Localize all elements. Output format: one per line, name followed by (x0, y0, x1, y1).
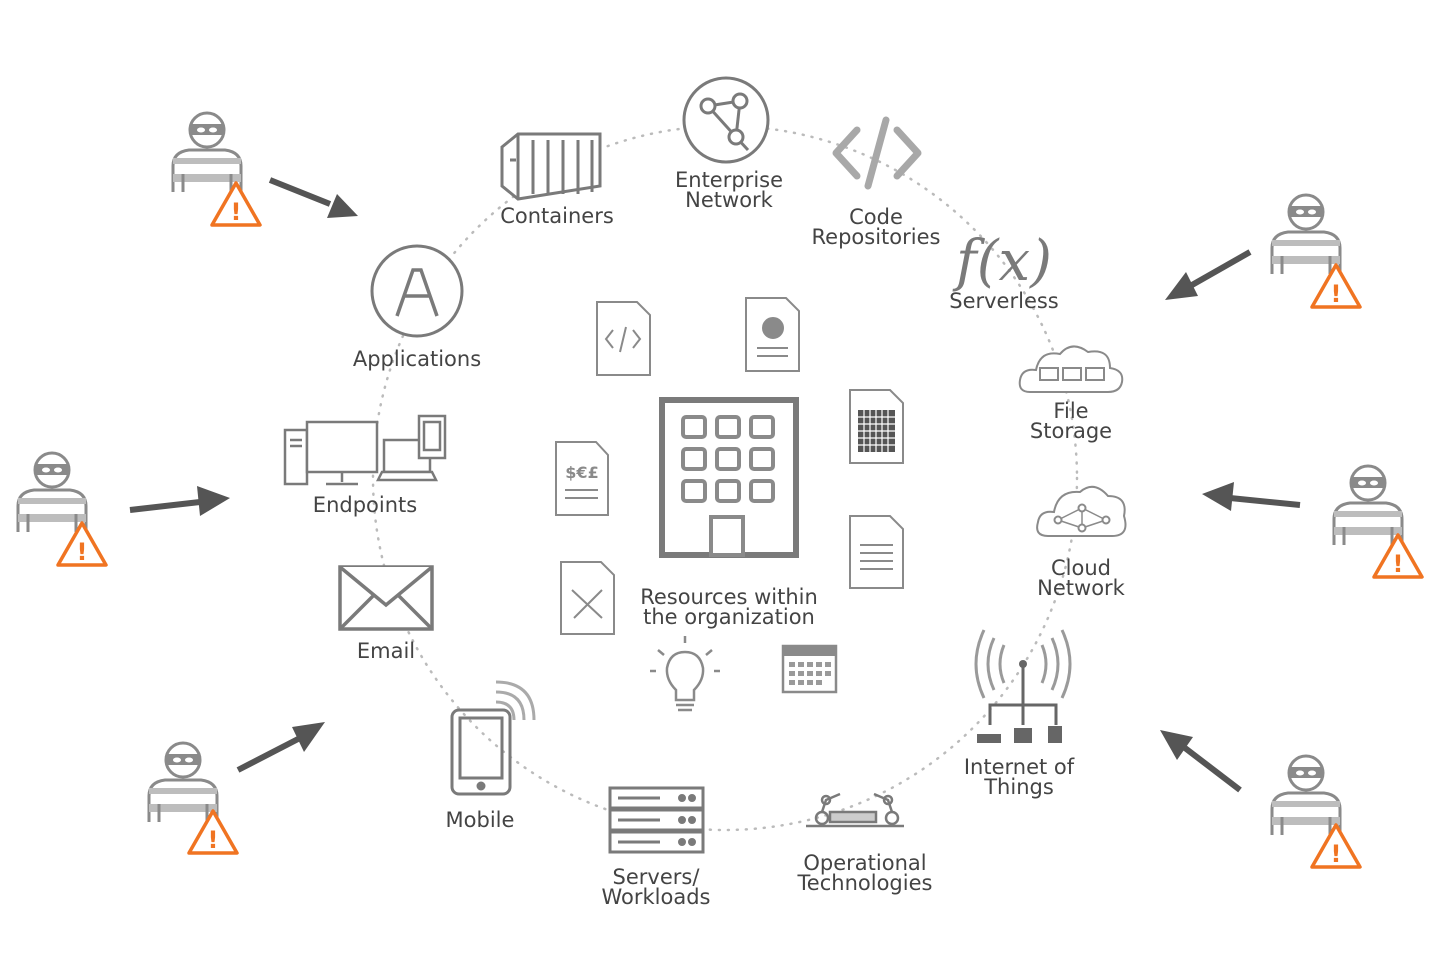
attacker-icon (16, 451, 108, 568)
attack-arrow (129, 486, 230, 516)
attacker-icon (171, 111, 262, 228)
shipping-container-icon (500, 132, 602, 201)
network-globe-icon (682, 76, 770, 164)
design-file-icon (560, 561, 615, 635)
finance-symbols: $€£ (565, 463, 598, 482)
node-label-endpoints: Endpoints (312, 493, 418, 517)
attack-arrow (236, 722, 325, 773)
attacker-icon (1270, 754, 1362, 870)
attack-arrow (1202, 482, 1301, 511)
cloud-network-icon (1036, 485, 1127, 537)
node-label-email: Email (356, 639, 416, 663)
attacker-icon (1332, 464, 1424, 580)
cloud-storage-icon (1018, 345, 1124, 393)
attack-arrows (129, 177, 1301, 793)
attack-arrow (1165, 249, 1252, 300)
code-file-icon (596, 301, 651, 376)
node-label-containers: Containers (500, 204, 614, 228)
app-store-icon (370, 244, 464, 338)
node-label-applications: Applications (352, 347, 482, 371)
node-label-mobile: Mobile (445, 808, 515, 832)
building-icon (659, 397, 799, 558)
function-fx-icon: f(x) (952, 229, 1052, 294)
finance-file-icon (555, 441, 609, 516)
iot-antenna-icon (974, 629, 1072, 743)
calendar-icon (781, 644, 838, 694)
node-label-serverless: Serverless (949, 289, 1059, 313)
code-brackets-icon (832, 116, 922, 190)
node-label-servers-workloads: Servers/Workloads (601, 865, 711, 909)
attack-arrow (268, 177, 358, 218)
attacker-icon (147, 741, 239, 856)
tablet-icon (450, 680, 536, 796)
lightbulb-icon (650, 636, 720, 712)
attack-arrow (1160, 730, 1242, 793)
attacker-icon (1270, 193, 1362, 310)
envelope-icon (338, 565, 434, 631)
computer-devices-icon (283, 414, 447, 486)
report-file-icon (745, 297, 800, 372)
text-file-icon (849, 515, 904, 589)
server-rack-icon (608, 786, 705, 854)
spreadsheet-file-icon (849, 389, 904, 464)
robot-arm-icon (806, 792, 904, 828)
